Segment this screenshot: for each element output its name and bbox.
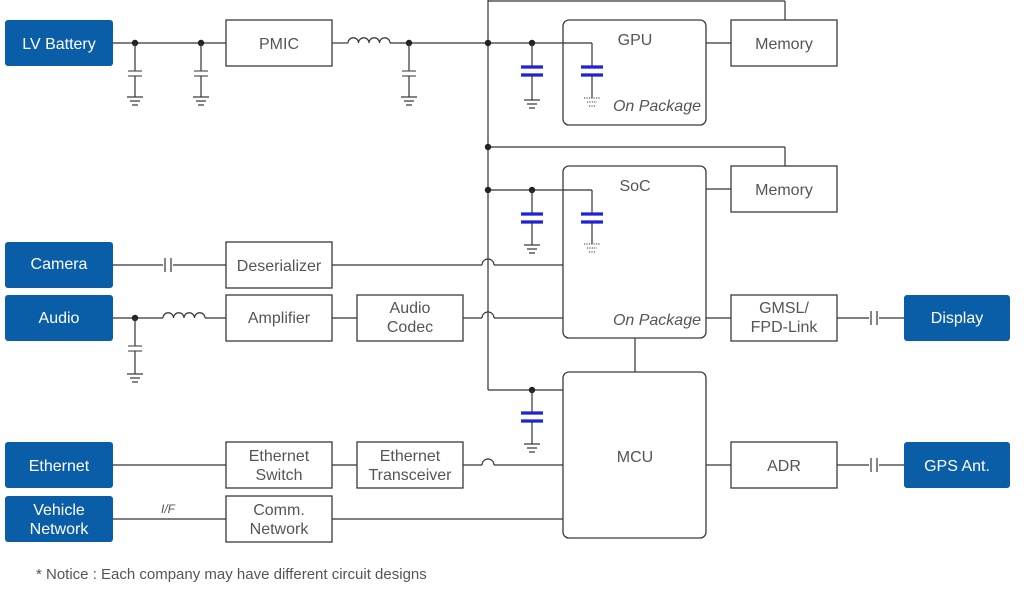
vehicle-network-block: Vehicle Network — [5, 496, 113, 542]
pmic-label: PMIC — [259, 36, 299, 53]
soc-memory-block: Memory — [730, 165, 838, 213]
on-package-capacitor-icon — [563, 189, 603, 253]
lv-battery-block: LV Battery — [5, 20, 113, 66]
adr-block: ADR — [730, 441, 838, 489]
ethernet-switch-label-line1: Ethernet — [249, 448, 310, 465]
camera-label: Camera — [31, 256, 88, 273]
inductor-icon — [347, 37, 391, 44]
ethernet-transceiver-label-line2: Transceiver — [369, 467, 453, 484]
gpu-block: GPU On Package — [562, 19, 707, 126]
ethernet-switch-label-line2: Switch — [255, 467, 302, 484]
ethernet-block: Ethernet — [5, 442, 113, 488]
ethernet-switch-block: Ethernet Switch — [225, 441, 333, 489]
decoupling-capacitor-icon — [521, 190, 543, 254]
on-package-label: On Package — [613, 312, 701, 329]
series-capacitor-icon — [164, 258, 172, 272]
audio-block: Audio — [5, 295, 113, 341]
audio-label: Audio — [39, 310, 80, 327]
series-capacitor-icon — [870, 311, 878, 325]
display-label: Display — [931, 310, 983, 327]
audio-codec-label-line2: Codec — [387, 319, 433, 336]
ethernet-transceiver-label-line1: Ethernet — [380, 448, 441, 465]
on-package-label: On Package — [613, 98, 701, 115]
vehicle-network-label-line2: Network — [30, 521, 90, 538]
capacitor-ground-icon — [127, 318, 143, 383]
capacitor-ground-icon — [401, 43, 417, 106]
comm-network-block: Comm. Network — [225, 495, 333, 543]
soc-label: SoC — [619, 178, 650, 195]
gps-antenna-label: GPS Ant. — [924, 458, 990, 475]
deserializer-block: Deserializer — [225, 241, 333, 289]
adr-label: ADR — [767, 458, 801, 475]
gmsl-label-line1: GMSL/ — [759, 300, 809, 317]
memory-label: Memory — [755, 182, 813, 199]
audio-codec-block: Audio Codec — [356, 294, 464, 342]
comm-network-label-line1: Comm. — [253, 502, 305, 519]
amplifier-block: Amplifier — [225, 294, 333, 342]
pmic-block: PMIC — [225, 19, 333, 67]
interface-label: I/F — [161, 502, 176, 516]
notice-text: * Notice : Each company may have differe… — [36, 566, 427, 583]
gmsl-label-line2: FPD-Link — [751, 319, 819, 336]
series-capacitor-icon — [870, 458, 878, 472]
deserializer-label: Deserializer — [237, 258, 322, 275]
gps-antenna-block: GPS Ant. — [904, 442, 1010, 488]
lv-battery-label: LV Battery — [22, 36, 96, 53]
audio-codec-label-line1: Audio — [390, 300, 431, 317]
comm-network-label-line2: Network — [250, 521, 310, 538]
on-package-capacitor-icon — [563, 42, 603, 107]
mcu-block: MCU — [562, 371, 707, 539]
gpu-memory-block: Memory — [730, 19, 838, 67]
ethernet-transceiver-block: Ethernet Transceiver — [356, 441, 464, 489]
capacitor-ground-icon — [127, 43, 143, 106]
display-block: Display — [904, 295, 1010, 341]
vehicle-network-label-line1: Vehicle — [33, 502, 85, 519]
soc-block: SoC On Package — [562, 165, 707, 339]
mcu-label: MCU — [617, 449, 653, 466]
amplifier-label: Amplifier — [248, 310, 311, 327]
ethernet-label: Ethernet — [29, 458, 90, 475]
inductor-icon — [162, 312, 206, 319]
camera-block: Camera — [5, 242, 113, 288]
memory-label: Memory — [755, 36, 813, 53]
gpu-label: GPU — [618, 32, 653, 49]
capacitor-ground-icon — [193, 43, 209, 106]
decoupling-capacitor-icon — [521, 43, 543, 109]
junction-dots — [131, 39, 536, 394]
gmsl-block: GMSL/ FPD-Link — [730, 294, 838, 342]
decoupling-capacitor-icon — [521, 390, 543, 453]
